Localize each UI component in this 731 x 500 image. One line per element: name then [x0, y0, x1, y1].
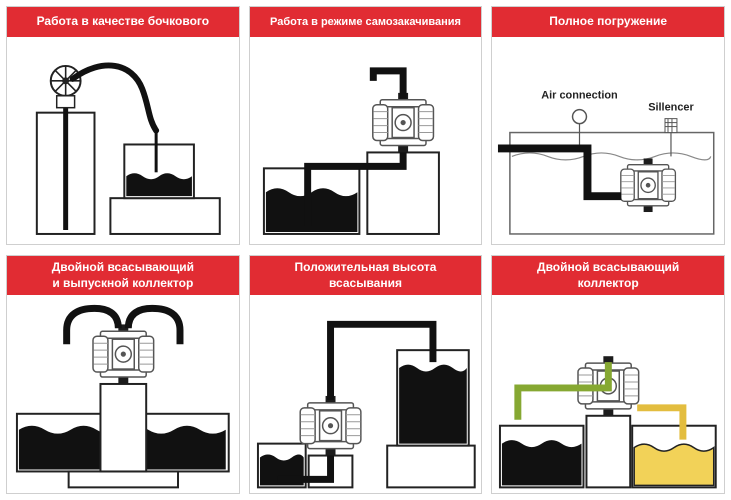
- liquid: [265, 188, 358, 232]
- liquid: [126, 173, 192, 197]
- panel-double-suction-discharge: Двойной всасывающий и выпускной коллекто…: [6, 255, 240, 494]
- panel-body-self-priming: [249, 37, 482, 244]
- panel-body-double-suction: [492, 295, 724, 493]
- discharge-pipe: [369, 67, 407, 99]
- diaphragm-pump: [299, 396, 362, 456]
- left-manifold-pipe: [63, 305, 122, 345]
- panel-double-suction: Двойной всасывающий коллектор: [491, 255, 725, 494]
- panel-title: Работа в качестве бочкового: [36, 14, 210, 29]
- tank-platform: [385, 444, 476, 489]
- bottom-support: [67, 470, 180, 489]
- panel-header-full-immersion: Полное погружение: [492, 7, 724, 37]
- discharge-hose: [69, 62, 160, 134]
- panel-header-double-suction-discharge: Двойной всасывающий и выпускной коллекто…: [7, 256, 239, 296]
- panel-title: Двойной всасывающий коллектор: [537, 260, 680, 290]
- motor-wheel-icon: [49, 64, 82, 97]
- right-manifold-pipe: [124, 305, 184, 345]
- right-liquid: [633, 443, 715, 487]
- diagram-barrel-pump: [35, 62, 221, 235]
- diaphragm-pump: [371, 92, 434, 153]
- air-connection-icon: [572, 108, 588, 125]
- panel-body-full-immersion: Air connection Sillencer: [492, 37, 724, 244]
- panel-title: Работа в режиме самозакачивания: [270, 15, 461, 28]
- diagram-positive-suction-height: [256, 321, 476, 489]
- panel-header-barrel-pump: Работа в качестве бочкового: [7, 7, 239, 37]
- panel-title: Двойной всасывающий и выпускной коллекто…: [51, 260, 194, 290]
- panel-body-barrel-pump: [7, 37, 239, 244]
- waterline: [511, 152, 712, 161]
- suction-pipe: [303, 146, 407, 227]
- panel-full-immersion: Полное погружение Air connection: [491, 6, 725, 245]
- air-connection-label: Air connection: [542, 90, 618, 102]
- discharge-pipe: [326, 321, 437, 401]
- pedestal: [109, 197, 221, 235]
- panel-header-self-priming: Работа в режиме самозакачивания: [249, 7, 482, 37]
- diaphragm-pump: [620, 158, 677, 213]
- silencer-icon: [664, 118, 678, 134]
- panel-barrel-pump: Работа в качестве бочкового: [6, 6, 240, 245]
- panel-self-priming: Работа в режиме самозакачивания: [248, 6, 483, 245]
- diagram-double-suction-discharge: [15, 305, 230, 489]
- diagram-double-suction: [499, 356, 718, 489]
- panel-title: Положительная высота всасывания: [294, 260, 437, 290]
- left-liquid: [502, 440, 582, 486]
- tank-liquid: [398, 364, 467, 444]
- pump-head: [55, 95, 76, 109]
- diagram-full-immersion: Air connection Sillencer: [498, 90, 715, 235]
- panel-header-positive-suction-height: Положительная высота всасывания: [249, 256, 482, 296]
- pedestal: [585, 414, 632, 489]
- diagram-self-priming: [262, 67, 440, 235]
- panel-positive-suction-height: Положительная высота всасывания: [248, 255, 483, 494]
- green-suction-pipe: [514, 362, 613, 420]
- silencer-label: Sillencer: [649, 102, 695, 114]
- panel-body-positive-suction-height: [249, 295, 482, 493]
- pedestal: [99, 383, 148, 473]
- yellow-suction-pipe: [637, 404, 687, 440]
- air-supply-pipe: [498, 144, 622, 201]
- panel-title: Полное погружение: [549, 14, 668, 29]
- diaphragm-pump: [92, 324, 155, 385]
- panel-body-double-suction-discharge: [7, 295, 239, 493]
- suction-pipe: [277, 449, 334, 484]
- panel-header-double-suction: Двойной всасывающий коллектор: [492, 256, 724, 296]
